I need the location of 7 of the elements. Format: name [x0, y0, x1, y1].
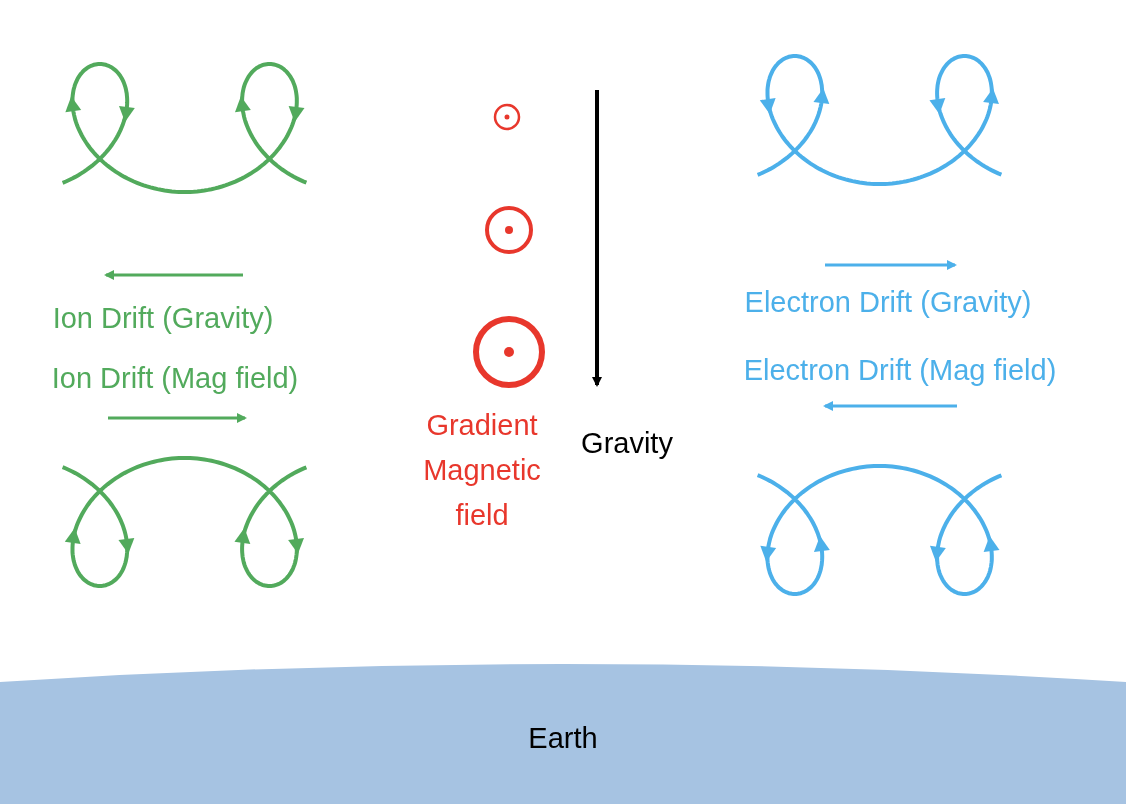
drift-label: Ion Drift (Mag field)	[51, 360, 299, 396]
gravity-label: Gravity	[581, 425, 673, 461]
field-label: Gradient Magnetic field	[422, 407, 542, 533]
drift-label: Electron Drift (Gravity)	[744, 284, 1032, 320]
earth-label: Earth	[527, 722, 599, 755]
drift-label: Ion Drift (Gravity)	[52, 300, 274, 336]
drift-label: Electron Drift (Mag field)	[743, 352, 1057, 388]
